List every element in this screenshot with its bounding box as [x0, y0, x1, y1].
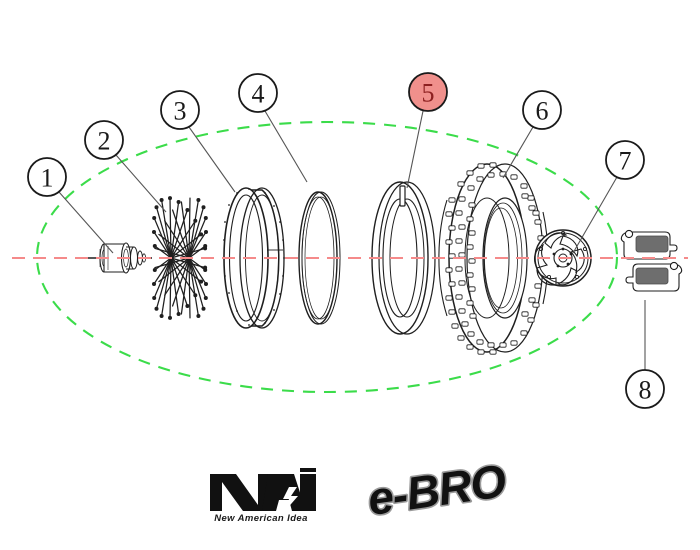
leader-7 [572, 176, 618, 254]
callout-3[interactable]: 3 [160, 90, 200, 130]
callout-1-label: 1 [41, 164, 54, 193]
part-spoke-set[interactable] [152, 196, 208, 320]
callout-5[interactable]: 5 [408, 72, 448, 112]
leader-5 [406, 110, 424, 189]
brake-pad-lower [625, 261, 683, 292]
callout-1[interactable]: 1 [27, 157, 67, 197]
callout-6-label: 6 [536, 97, 549, 126]
callout-7[interactable]: 7 [605, 140, 645, 180]
callout-3-label: 3 [174, 97, 187, 126]
callout-leader-lines [58, 110, 646, 370]
ebro-logo: e-BRO e-BRO [363, 453, 511, 527]
nai-logo: New American Idea [210, 468, 316, 524]
leader-4 [264, 110, 308, 183]
callout-4-label: 4 [252, 80, 265, 109]
callout-6[interactable]: 6 [522, 90, 562, 130]
leader-1 [58, 191, 114, 254]
nai-tagline: New American Idea [214, 513, 308, 524]
callout-2-label: 2 [98, 127, 111, 156]
nai-monogram-icon [210, 468, 316, 511]
callout-2[interactable]: 2 [84, 120, 124, 160]
leader-3 [188, 126, 236, 193]
callout-8-label: 8 [639, 376, 652, 405]
callout-5-label: 5 [422, 79, 435, 108]
leader-2 [115, 154, 167, 213]
valve-stem [399, 185, 406, 207]
wheel-assembly-group-boundary [35, 120, 619, 394]
brake-pad-upper [620, 229, 678, 260]
callout-7-label: 7 [619, 147, 632, 176]
leader-6 [502, 126, 534, 179]
callout-4[interactable]: 4 [238, 73, 278, 113]
ebro-wordmark: e-BRO [364, 454, 509, 525]
part-brake-pad-set[interactable] [620, 229, 683, 292]
callout-8[interactable]: 8 [625, 369, 665, 409]
